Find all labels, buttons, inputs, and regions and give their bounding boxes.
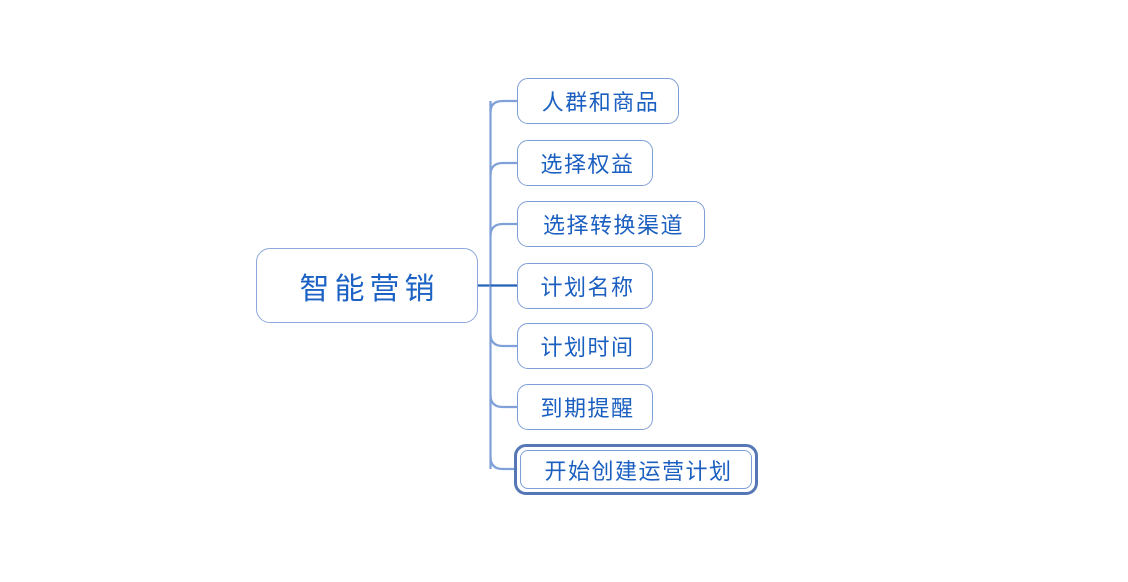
root-node-label: 智能营销 bbox=[299, 271, 440, 307]
mind-map-node-1[interactable]: 人群和商品 bbox=[517, 78, 679, 124]
node-1-label: 人群和商品 bbox=[541, 91, 660, 116]
node-2-label: 选择权益 bbox=[540, 153, 635, 178]
mind-map-root-node[interactable]: 智能营销 bbox=[256, 248, 478, 323]
node-3-label: 选择转换渠道 bbox=[542, 214, 684, 239]
connector-branch-6 bbox=[489, 394, 517, 409]
node-6-label: 到期提醒 bbox=[540, 397, 635, 422]
node-4-label: 计划名称 bbox=[540, 276, 635, 301]
mind-map-node-6[interactable]: 到期提醒 bbox=[517, 384, 653, 430]
mind-map-node-7[interactable]: 开始创建运营计划 bbox=[514, 444, 758, 495]
connector-branch-1 bbox=[489, 99, 517, 113]
node-7-label: 开始创建运营计划 bbox=[544, 459, 733, 485]
node-5-label: 计划时间 bbox=[540, 336, 635, 361]
connector-branch-3 bbox=[489, 222, 517, 237]
mind-map-node-3[interactable]: 选择转换渠道 bbox=[517, 201, 705, 247]
connector-branch-5 bbox=[489, 333, 517, 348]
node-7-inner-frame: 开始创建运营计划 bbox=[520, 450, 752, 489]
mind-map-node-5[interactable]: 计划时间 bbox=[517, 323, 653, 369]
connector-branch-2 bbox=[489, 161, 517, 176]
mind-map-node-4[interactable]: 计划名称 bbox=[517, 263, 653, 309]
connector-branch-7 bbox=[489, 456, 514, 471]
mind-map-node-2[interactable]: 选择权益 bbox=[517, 140, 653, 186]
